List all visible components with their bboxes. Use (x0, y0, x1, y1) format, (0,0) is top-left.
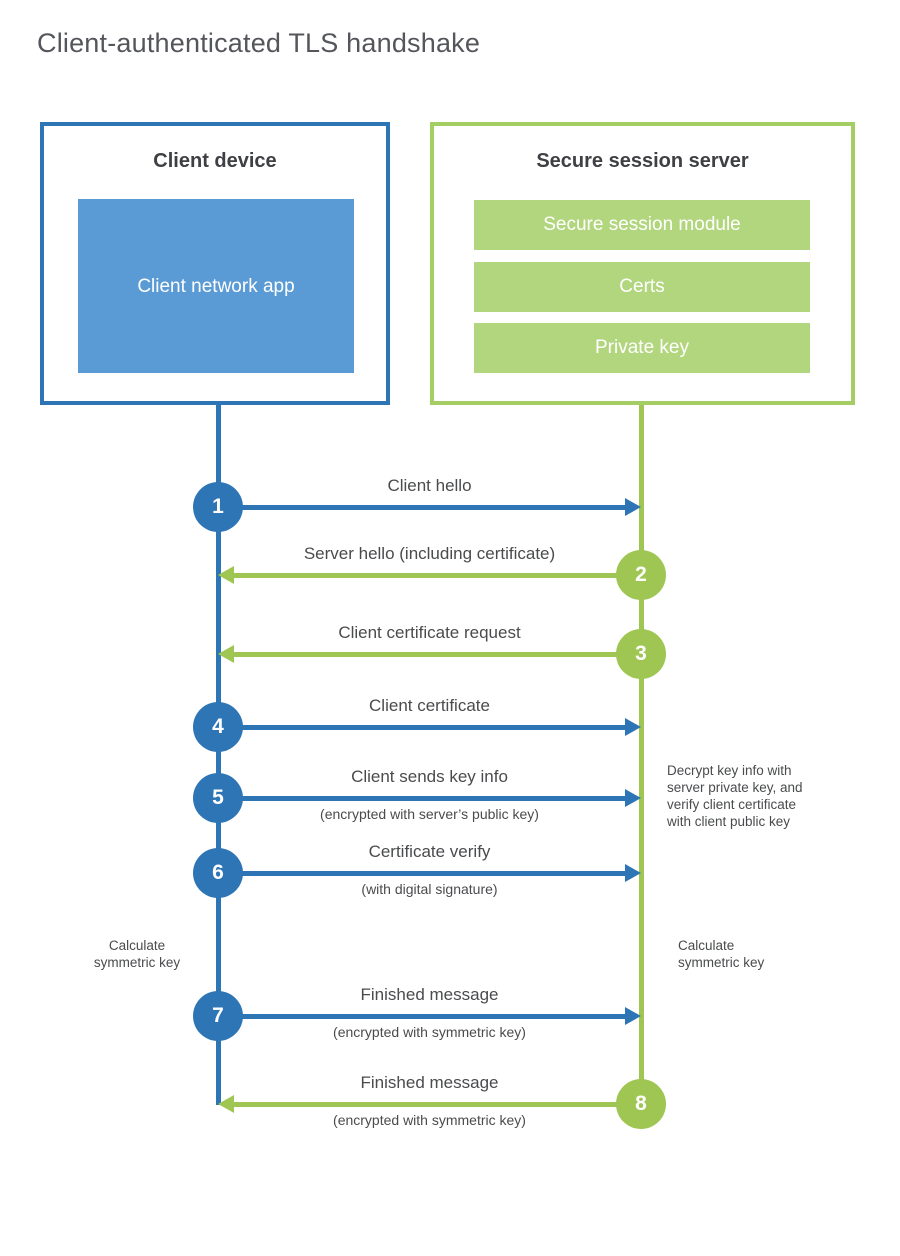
server-module-private-key: Private key (474, 323, 810, 373)
arrowhead-icon (218, 1095, 234, 1113)
arrowhead-icon (625, 789, 641, 807)
message-row-3: 3 Client certificate request (0, 623, 900, 679)
arrowhead-icon (625, 864, 641, 882)
server-module-secure-session: Secure session module (474, 200, 810, 250)
message-sublabel: (with digital signature) (361, 881, 498, 897)
step-badge-2: 2 (616, 550, 666, 600)
step-badge-4: 4 (193, 702, 243, 752)
arrow-right-icon (218, 789, 641, 807)
arrowhead-icon (625, 718, 641, 736)
message-label: Client sends key info (351, 767, 508, 786)
arrowhead-icon (625, 1007, 641, 1025)
step-badge-1: 1 (193, 482, 243, 532)
message-label: Finished message (360, 1073, 499, 1092)
secure-session-server-title: Secure session server (536, 150, 749, 172)
server-decrypt-note: Decrypt key info with server private key… (667, 763, 803, 829)
server-calculate-symmetric-key-note: Calculate symmetric key (678, 938, 765, 970)
step-badge-5: 5 (193, 773, 243, 823)
message-row-8: 8 Finished message (encrypted with symme… (0, 1073, 900, 1129)
client-lifeline (216, 405, 221, 1105)
arrow-left-icon (218, 566, 641, 584)
message-label: Finished message (360, 985, 499, 1004)
message-row-1: 1 Client hello (0, 476, 900, 532)
server-lifeline (639, 405, 644, 1105)
message-label: Certificate verify (368, 842, 491, 861)
step-badge-6: 6 (193, 848, 243, 898)
message-row-6: 6 Certificate verify (with digital signa… (0, 842, 900, 898)
arrow-right-icon (218, 498, 641, 516)
message-sublabel: (encrypted with symmetric key) (333, 1024, 526, 1040)
secure-session-server-panel: Secure session server Secure session mod… (430, 122, 855, 405)
message-label: Client certificate request (338, 623, 521, 642)
message-row-5: 5 Client sends key info (encrypted with … (0, 767, 900, 823)
message-row-4: 4 Client certificate (0, 696, 900, 752)
message-label: Server hello (including certificate) (303, 544, 556, 563)
arrowhead-icon (218, 645, 234, 663)
message-row-2: 2 Server hello (including certificate) (0, 544, 900, 600)
arrowhead-icon (625, 498, 641, 516)
step-badge-3: 3 (616, 629, 666, 679)
client-device-title: Client device (153, 150, 277, 172)
client-network-app-box: Client network app (78, 199, 354, 373)
arrow-right-icon (218, 718, 641, 736)
message-label: Client hello (387, 476, 472, 495)
arrowhead-icon (218, 566, 234, 584)
step-badge-7: 7 (193, 991, 243, 1041)
message-row-7: 7 Finished message (encrypted with symme… (0, 985, 900, 1041)
arrow-right-icon (218, 864, 641, 882)
page-title: Client-authenticated TLS handshake (37, 28, 481, 58)
arrow-left-icon (218, 645, 641, 663)
message-sublabel: (encrypted with server’s public key) (320, 806, 539, 822)
arrow-right-icon (218, 1007, 641, 1025)
step-badge-8: 8 (616, 1079, 666, 1129)
client-network-app-label: Client network app (137, 275, 295, 297)
client-calculate-symmetric-key-note: Calculate symmetric key (93, 938, 181, 970)
message-sublabel: (encrypted with symmetric key) (333, 1112, 526, 1128)
client-device-panel: Client device Client network app (40, 122, 390, 405)
arrow-left-icon (218, 1095, 641, 1113)
message-label: Client certificate (369, 696, 490, 715)
server-module-certs: Certs (474, 262, 810, 312)
